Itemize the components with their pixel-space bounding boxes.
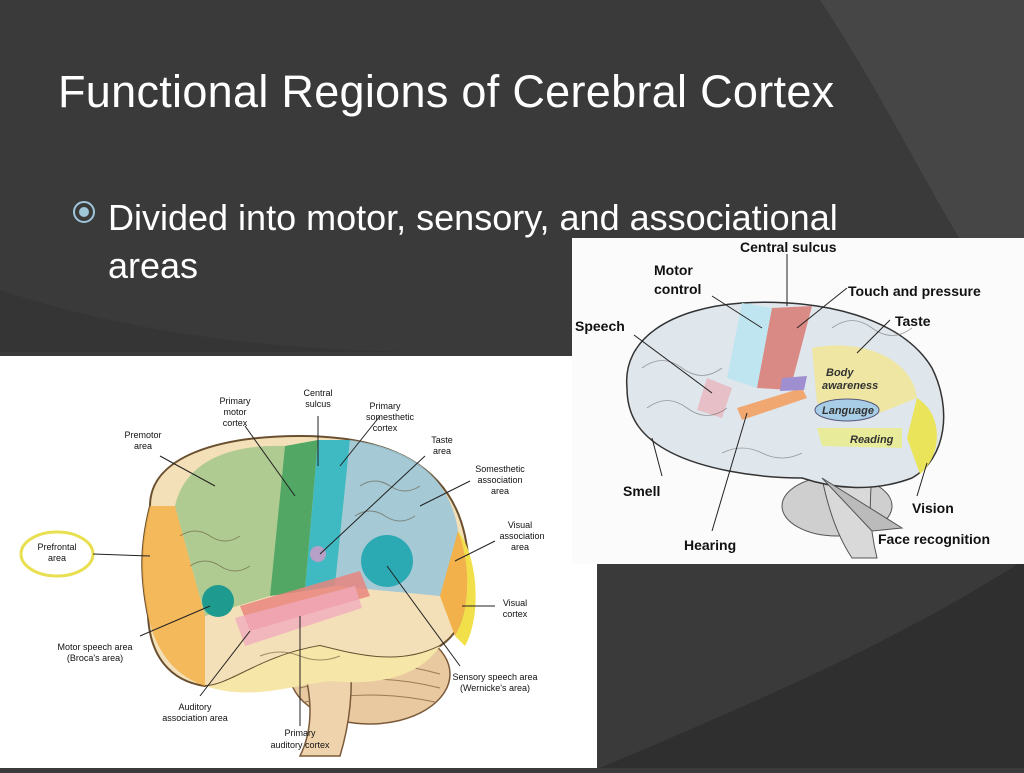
label-central-sulcus: Central sulcus <box>740 239 837 255</box>
label-primary-somesthetic-3: cortex <box>373 423 398 433</box>
label-visual-assoc-2: association <box>499 531 544 541</box>
slide-title: Functional Regions of Cerebral Cortex <box>58 66 835 117</box>
taste-area <box>310 546 326 562</box>
label-primary-somesthetic-1: Primary <box>370 401 401 411</box>
premotor-region <box>175 445 285 616</box>
label-somesthetic-assoc-2: association <box>477 475 522 485</box>
brocas-area <box>202 585 234 617</box>
label-sensory-speech-1: Sensory speech area <box>452 672 537 682</box>
language-region <box>814 398 880 422</box>
label-motor-speech-1: Motor speech area <box>57 642 132 652</box>
brain-functions-diagram: Central sulcus Motor control Touch and p… <box>572 238 1024 564</box>
body-awareness-region <box>812 345 917 416</box>
label-body-awareness-1: Body <box>826 367 854 379</box>
label-prefrontal-1: Prefrontal <box>37 542 76 552</box>
visual-association-region <box>440 531 468 636</box>
label-hearing: Hearing <box>684 537 736 553</box>
label-visual-assoc-1: Visual <box>508 520 532 530</box>
circle-bullet-icon <box>73 201 95 223</box>
cortex-diagram-svg: Central sulcus Primary motor cortex Prim… <box>19 388 545 757</box>
visual-cortex-region <box>455 531 476 646</box>
label-somesthetic-assoc-1: Somesthetic <box>475 464 525 474</box>
bullet-line-2: areas <box>108 245 199 286</box>
label-reading: Reading <box>850 434 894 446</box>
label-visual-cortex-2: cortex <box>503 609 528 619</box>
label-speech: Speech <box>575 318 625 334</box>
label-premotor-2: area <box>134 441 152 451</box>
motor-control-region <box>727 303 772 388</box>
label-primary-somesthetic-2: somesthetic <box>366 412 415 422</box>
taste-region <box>780 376 807 391</box>
label-vision: Vision <box>912 500 954 516</box>
label-central-sulcus-1: Central <box>303 388 332 398</box>
label-primary-auditory-1: Primary <box>285 728 316 738</box>
label-central-sulcus-2: sulcus <box>305 399 331 409</box>
label-somesthetic-assoc-3: area <box>491 486 509 496</box>
label-primary-motor-2: motor <box>223 407 246 417</box>
label-primary-motor-3: cortex <box>223 418 248 428</box>
vision-region <box>907 398 937 474</box>
label-motor-control-2: control <box>654 281 701 297</box>
prefrontal-region <box>142 506 205 686</box>
label-premotor-1: Premotor <box>124 430 161 440</box>
label-taste: Taste <box>895 313 931 329</box>
reading-region <box>817 428 902 448</box>
brain-stem <box>821 477 878 559</box>
label-smell: Smell <box>623 483 660 499</box>
label-taste-2: area <box>433 446 451 456</box>
label-primary-motor-1: Primary <box>220 396 251 406</box>
label-motor-speech-2: (Broca's area) <box>67 653 123 663</box>
label-visual-cortex-1: Visual <box>503 598 527 608</box>
label-body-awareness-2: awareness <box>822 380 878 392</box>
label-face-recognition: Face recognition <box>878 531 990 547</box>
auditory-association-region <box>235 586 362 646</box>
label-visual-assoc-3: area <box>511 542 529 552</box>
label-sensory-speech-2: (Wernicke's area) <box>460 683 530 693</box>
wernickes-area <box>361 535 413 587</box>
label-primary-auditory-2: auditory cortex <box>270 740 330 750</box>
label-touch-pressure: Touch and pressure <box>848 283 981 299</box>
bullet-text: Divided into motor, sensory, and associa… <box>108 194 838 290</box>
primary-motor-region <box>270 440 318 596</box>
cortex-functional-areas-diagram: Central sulcus Primary motor cortex Prim… <box>0 356 597 768</box>
temporal-region <box>205 646 440 693</box>
label-prefrontal-2: area <box>48 553 66 563</box>
brain-functions-svg: Central sulcus Motor control Touch and p… <box>575 239 990 559</box>
label-auditory-assoc-2: association area <box>162 713 228 723</box>
hearing-region <box>737 388 807 420</box>
label-motor-control-1: Motor <box>654 262 693 278</box>
label-taste-1: Taste <box>431 435 453 445</box>
bullet-line-1: Divided into motor, sensory, and associa… <box>108 197 838 238</box>
label-language: Language <box>822 405 874 417</box>
label-auditory-assoc-1: Auditory <box>178 702 212 712</box>
